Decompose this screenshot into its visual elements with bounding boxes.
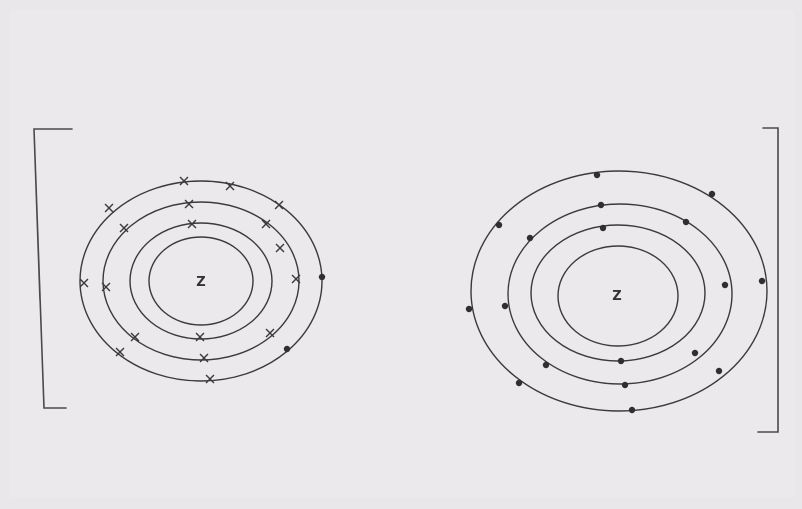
- dot-electron: [622, 382, 628, 388]
- dot-electron: [759, 278, 765, 284]
- dot-electron: [284, 346, 290, 352]
- dot-electron: [692, 350, 698, 356]
- dot-electron: [496, 222, 502, 228]
- left-nucleus-label: Z: [196, 275, 205, 290]
- right-nucleus-label: Z: [612, 289, 621, 304]
- dot-electron: [319, 274, 325, 280]
- dot-electron: [502, 303, 508, 309]
- dot-electron: [543, 362, 549, 368]
- paper-background: [10, 10, 795, 498]
- dot-electron: [516, 380, 522, 386]
- dot-electron: [683, 219, 689, 225]
- dot-electron: [709, 191, 715, 197]
- dot-electron: [716, 368, 722, 374]
- dot-electron: [598, 202, 604, 208]
- dot-electron: [600, 225, 606, 231]
- dot-electron: [466, 306, 472, 312]
- dot-electron: [594, 172, 600, 178]
- dot-electron: [629, 407, 635, 413]
- dot-electron: [527, 235, 533, 241]
- dot-electron: [722, 282, 728, 288]
- dot-electron: [618, 358, 624, 364]
